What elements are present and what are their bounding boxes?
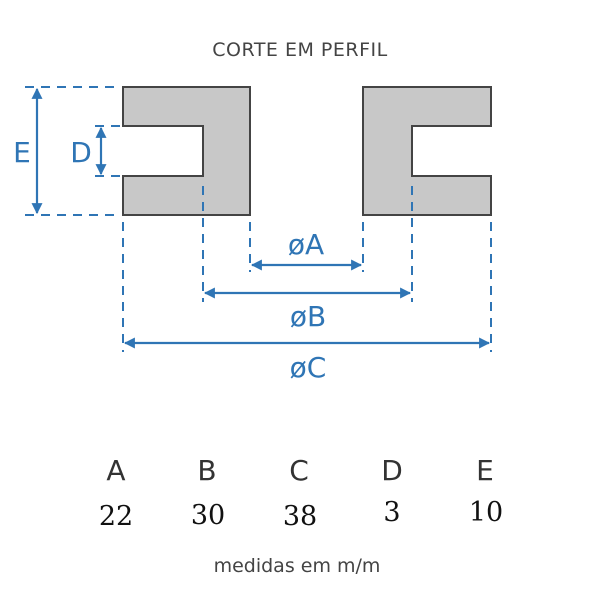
value-c: 38	[283, 501, 317, 532]
dimension-b-label: øB	[290, 300, 326, 333]
measurements-table: A B C D E 22 30 38 3 10	[99, 454, 503, 532]
dimension-a-label: øA	[288, 228, 324, 261]
header-c: C	[289, 454, 309, 487]
value-a: 22	[99, 501, 133, 532]
diagram-title: CORTE EM PERFIL	[212, 39, 387, 61]
right-profile-section	[362, 86, 492, 216]
value-e: 10	[469, 497, 503, 528]
dimension-d-label: D	[70, 136, 92, 169]
units-note: medidas em m/m	[214, 555, 381, 577]
header-a: A	[106, 454, 125, 487]
value-d: 3	[383, 497, 400, 528]
header-b: B	[197, 454, 216, 487]
dimension-c-label: øC	[290, 351, 327, 384]
dimension-e-label: E	[13, 136, 31, 169]
header-e: E	[476, 454, 494, 487]
left-profile-section	[122, 86, 251, 216]
extension-lines	[25, 86, 492, 352]
value-b: 30	[191, 500, 225, 531]
header-d: D	[381, 454, 403, 487]
